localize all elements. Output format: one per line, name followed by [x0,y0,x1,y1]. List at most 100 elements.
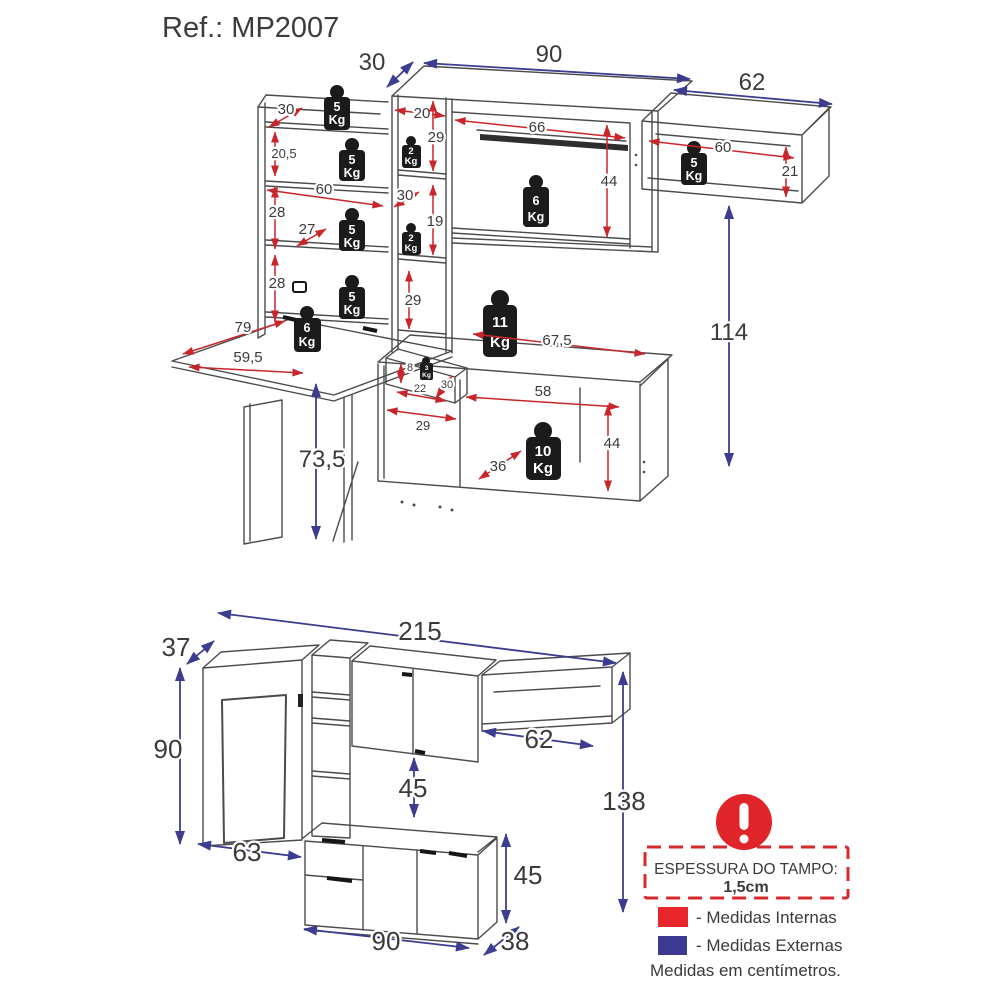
dim-shelf-depth-30: 30 [268,99,303,128]
svg-text:79: 79 [235,319,252,336]
dim-cabinet-opening-66: 66 [454,117,626,141]
svg-text:Kg: Kg [686,169,703,183]
svg-text:8: 8 [407,362,413,374]
dim-col-h2-19: 19 [424,184,446,256]
dim-depth-top-30: 30 [356,47,414,88]
board-thickness-title: ESPESSURA DO TAMPO: [654,861,838,878]
svg-text:30: 30 [359,49,386,76]
drawer-handle-mark [326,876,353,883]
svg-text:62: 62 [739,69,766,96]
dim-base-height-45: 45 [501,833,545,924]
svg-text:90: 90 [372,926,401,956]
svg-text:30: 30 [441,379,453,391]
svg-text:Kg: Kg [528,210,545,224]
svg-text:Kg: Kg [344,166,361,180]
svg-text:5: 5 [349,223,356,237]
svg-text:30: 30 [278,101,295,118]
svg-text:5: 5 [349,290,356,304]
svg-text:5: 5 [349,153,356,167]
alert-exclamation-icon [716,794,772,850]
top-view-internal-dims: 30 20,5 60 28 27 28 79 59,5 [182,99,801,492]
drawer-handle-mark [321,838,346,844]
dim-table-length-79: 79 [182,317,286,355]
dim-drawer-30: 30 [435,375,455,399]
dim-counter-67-5: 67,5 [472,330,646,357]
weight-3kg-drawer: 3 Kg [420,357,433,380]
svg-text:6: 6 [533,194,540,208]
dim-shelf-width-60: 60 [266,179,384,209]
dim-base-width-90: 90 [303,924,470,958]
internal-measure-label: - Medidas Internas [696,908,837,927]
dim-base-height-44: 44 [601,404,623,492]
svg-text:60: 60 [715,139,732,156]
svg-text:19: 19 [427,213,444,230]
svg-text:20: 20 [414,105,431,122]
svg-text:36: 36 [490,458,507,475]
dim-depth-left-37: 37 [159,630,215,665]
svg-text:2: 2 [408,233,413,244]
svg-text:5: 5 [334,100,341,114]
weight-5kg-shelf2: 5 Kg [339,138,365,181]
svg-text:44: 44 [601,173,618,190]
dim-shelf-gap-28b: 28 [266,254,288,322]
svg-text:114: 114 [710,319,748,346]
svg-text:Kg: Kg [329,113,346,127]
svg-text:29: 29 [416,418,430,433]
svg-text:30: 30 [397,187,414,204]
dim-shelf-width-62b: 62 [482,722,594,756]
svg-text:27: 27 [299,221,316,238]
svg-text:138: 138 [602,786,645,816]
door-handle-mark [401,672,413,677]
dim-drawer-8: 8 [397,360,415,384]
dim-table-width-63: 63 [197,835,302,869]
svg-text:90: 90 [536,41,563,68]
svg-text:11: 11 [492,314,508,331]
svg-text:38: 38 [501,926,530,956]
weight-5kg-shelf1: 5 Kg [324,85,350,130]
dim-height-right-114: 114 [708,205,750,467]
dim-col-width-20: 20 [394,103,446,124]
svg-text:90: 90 [154,734,183,764]
svg-text:62: 62 [525,724,554,754]
svg-text:59,5: 59,5 [233,349,262,366]
svg-text:21: 21 [782,163,799,180]
table-hinge-mark [362,326,378,333]
table-hinge-mark [282,315,297,322]
dim-table-width-59-5: 59,5 [188,347,304,377]
dim-gap-mid-45: 45 [396,757,430,818]
svg-text:Kg: Kg [533,460,553,477]
dim-base-depth-36: 36 [478,450,522,480]
dim-table-height-73-5: 73,5 [296,383,348,540]
units-note: Medidas em centímetros. [650,961,841,980]
dim-cabinet-opening-44: 44 [598,124,620,238]
weight-icons-top-view: 5 Kg 5 Kg 5 Kg 5 Kg 6 Kg 2 Kg [294,85,707,480]
svg-text:45: 45 [514,860,543,890]
dim-col-h3-29: 29 [402,270,424,330]
door-handle-mark [448,851,468,858]
dim-col-depth-30: 30 [393,185,420,208]
dim-base-left-29: 29 [386,407,457,435]
svg-text:10: 10 [535,443,552,460]
door-handle-mark [414,749,426,755]
weight-5kg-shelf4: 5 Kg [339,275,365,319]
svg-text:37: 37 [162,632,191,662]
dim-shelf-gap-28a: 28 [266,186,288,250]
top-view-external-dims: 30 90 62 114 73,5 [296,39,833,540]
svg-text:44: 44 [604,435,621,452]
dim-right-shelf-21: 21 [779,146,801,198]
dim-base-depth-38: 38 [483,924,532,958]
svg-text:3: 3 [425,365,429,372]
weight-5kg-shelf3: 5 Kg [339,208,365,251]
external-measure-label: - Medidas Externas [696,936,842,955]
svg-text:60: 60 [316,181,333,198]
dim-shelf-depth-27: 27 [296,219,327,247]
dim-shelf-gap-20-5: 20,5 [269,131,299,177]
svg-text:67,5: 67,5 [542,332,571,349]
svg-text:2: 2 [408,146,413,157]
weight-6kg-cabinet: 6 Kg [523,175,549,227]
shelf-clip-icon [292,281,307,293]
dim-right-shelf-60: 60 [648,137,795,161]
board-thickness-value: 1,5cm [723,879,768,896]
